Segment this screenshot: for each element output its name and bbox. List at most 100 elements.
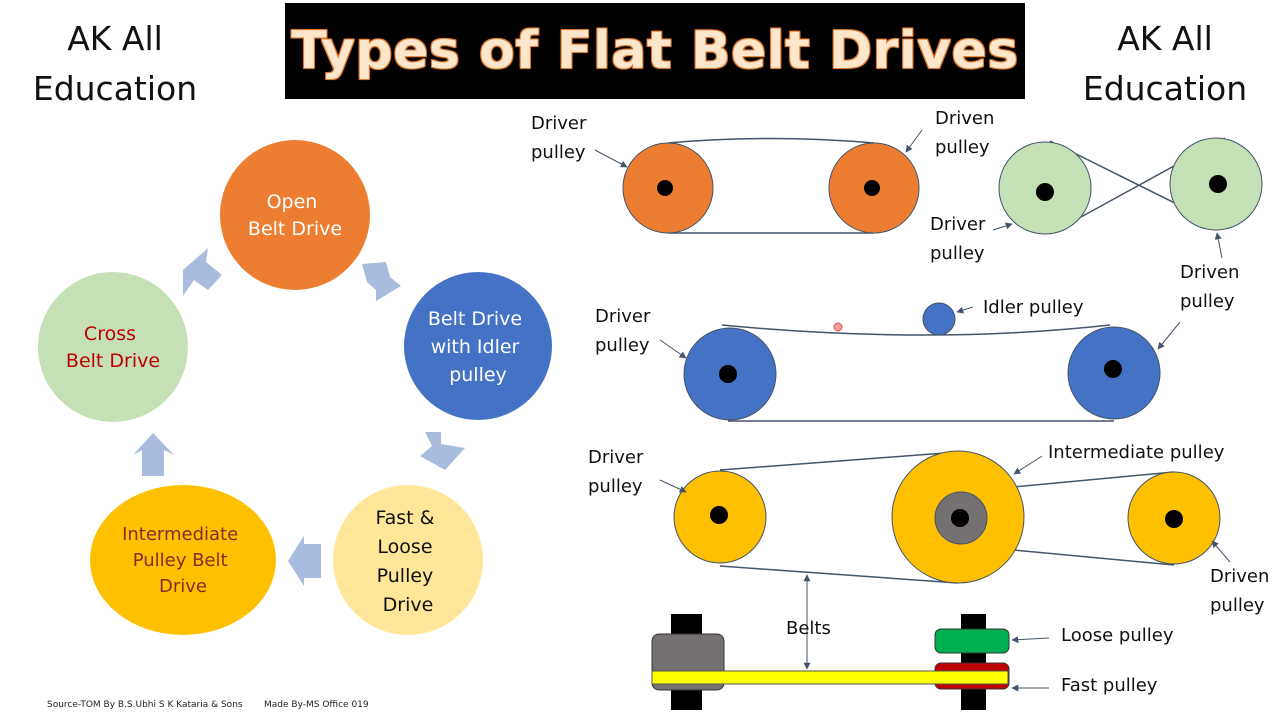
svg-text:Driver pulley: Driver pulley (588, 447, 649, 497)
label-pointer (905, 129, 923, 153)
cycle-node-open (220, 140, 370, 290)
svg-text:Driven pulley: Driven pulley (1210, 566, 1275, 616)
loose-pulley (934, 628, 1010, 654)
cycle-fastloose-line-1: Fast & (375, 507, 434, 529)
cross-belt-drive: Driver pulley Driven pulley (930, 137, 1263, 312)
cycle-open-line-2: Belt Drive (248, 218, 342, 240)
open-driven-label-1: Driven (935, 108, 994, 129)
cycle-node-cross (38, 272, 188, 422)
svg-text:Intermediate Pulley Belt: Intermediate Pulley Belt Drive (122, 524, 244, 597)
cycle-arrow-icon (183, 248, 222, 296)
cycle-idler-line-2: with Idler (431, 336, 520, 358)
cycle-arrow-icon (362, 262, 401, 301)
label-pointer (1211, 540, 1231, 563)
label-pointer (1011, 636, 1050, 644)
intermediate-belt (719, 451, 959, 471)
cycle-idler-line-1: Belt Drive (428, 308, 522, 330)
source-note: Source-TOM By B.S.Ubhi S K Kataria & Son… (47, 700, 243, 710)
label-pointer (659, 339, 687, 359)
idler-belt-drive: Driver pulley Idler pulley (595, 297, 1181, 422)
cycle-cross-line-1: Cross (84, 323, 136, 345)
idler-pulley (922, 302, 956, 336)
fast-pulley-label: Fast pulley (1061, 675, 1158, 696)
cycle-arrow-icon (288, 536, 321, 586)
open-driver-label-1: Driver (531, 113, 587, 134)
brand-left: AK All Education (0, 14, 235, 114)
cycle-intermediate-line-3: Drive (159, 576, 207, 597)
page-title: Types of Flat Belt Drives (291, 21, 1019, 81)
intermediate-belt (719, 565, 959, 584)
idler-belt (721, 324, 1111, 336)
inter-driver-label-2: pulley (588, 476, 643, 497)
svg-text:Driven pulley: Driven pulley (935, 108, 1000, 158)
pulley-hub (719, 365, 737, 383)
open-driver-label-2: pulley (531, 142, 586, 163)
svg-text:Driven pulley: Driven pulley (1180, 262, 1245, 312)
title-banner: Types of Flat Belt Drives (285, 3, 1025, 99)
label-pointer (992, 222, 1013, 231)
pulley-hub (1104, 360, 1122, 378)
cycle-fastloose-line-2: Loose (377, 536, 432, 558)
svg-text:Driver pulley: Driver pulley (531, 113, 592, 163)
cross-driven-label-1: Driven (1180, 262, 1239, 283)
cycle-fastloose-line-4: Drive (383, 594, 434, 616)
svg-text:Fast & Loose Pulle: Fast & Loose Pulley Drive (375, 507, 440, 616)
svg-text:Driver pulley: Driver pulley (595, 306, 656, 356)
pulley-hub (1165, 510, 1183, 528)
pulley-hub (710, 506, 728, 524)
brand-right: AK All Education (1045, 14, 1280, 114)
cycle-arrow-icon (133, 433, 174, 476)
cycle-open-line-1: Open (267, 191, 318, 213)
cycle-cross-line-2: Belt Drive (66, 350, 160, 372)
right-shaft (961, 614, 986, 710)
label-pointer (1214, 232, 1223, 259)
idler-pulley-label: Idler pulley (983, 297, 1084, 318)
brand-right-line-1: AK All (1117, 19, 1213, 58)
label-pointer (956, 306, 974, 314)
cross-driver-label-1: Driver (930, 214, 986, 235)
svg-text:Open Belt Drive: Open Belt Drive (248, 191, 342, 240)
brand-left-line-1: AK All (67, 19, 163, 58)
brand-left-line-2: Education (32, 69, 198, 108)
cycle-diagram: Open Belt Drive Belt Drive with Idler pu… (38, 140, 552, 635)
cycle-idler-line-3: pulley (449, 364, 507, 386)
pulley-hub (1209, 175, 1227, 193)
fast-loose-pulley-drive: Belts Loose pulley Fast pulley (651, 574, 1174, 710)
flat-belt (651, 670, 1009, 685)
label-pointer (594, 149, 628, 168)
cycle-node-idler (404, 272, 552, 420)
cycle-intermediate-line-1: Intermediate (122, 524, 238, 545)
svg-text:Cross Belt Drive: Cross Belt Drive (66, 323, 160, 372)
cycle-intermediate-line-2: Pulley Belt (133, 550, 228, 571)
cross-driver-label-2: pulley (930, 243, 985, 264)
cycle-arrow-icon (420, 432, 465, 470)
intermediate-belt-drive: Driver pulley Intermediate pulley Driven… (588, 442, 1275, 616)
brand-right-line-2: Education (1082, 69, 1248, 108)
svg-text:Driver pulley: Driver pulley (930, 214, 991, 264)
belts-label: Belts (786, 618, 831, 639)
made-by-note: Made By-MS Office 019 (264, 700, 369, 710)
label-pointer (1013, 455, 1043, 475)
idler-driver-label-2: pulley (595, 335, 650, 356)
cursor-dot (833, 322, 843, 332)
open-belt (667, 137, 875, 144)
pulley-hub (1036, 183, 1054, 201)
cross-driven-label-2: pulley (1180, 291, 1235, 312)
loose-pulley-label: Loose pulley (1061, 625, 1174, 646)
cycle-node-fast-loose (333, 485, 483, 635)
pulley-hub (864, 180, 880, 196)
pulley-hub (657, 180, 673, 196)
label-pointer (1157, 321, 1181, 350)
pulley-hub (951, 509, 969, 527)
open-driven-label-2: pulley (935, 137, 990, 158)
svg-text:Belt Drive with Idler: Belt Drive with Idler pulley (428, 308, 528, 386)
cycle-node-intermediate (90, 485, 276, 635)
open-belt-drive: Driver pulley Driven pulley (531, 108, 1000, 234)
inter-driver-label-1: Driver (588, 447, 644, 468)
label-pointer (659, 479, 687, 493)
inter-driven-label-2: pulley (1210, 595, 1265, 616)
cycle-fastloose-line-3: Pulley (377, 565, 434, 587)
intermediate-pulley-label: Intermediate pulley (1048, 442, 1225, 463)
inter-driven-label-1: Driven (1210, 566, 1269, 587)
